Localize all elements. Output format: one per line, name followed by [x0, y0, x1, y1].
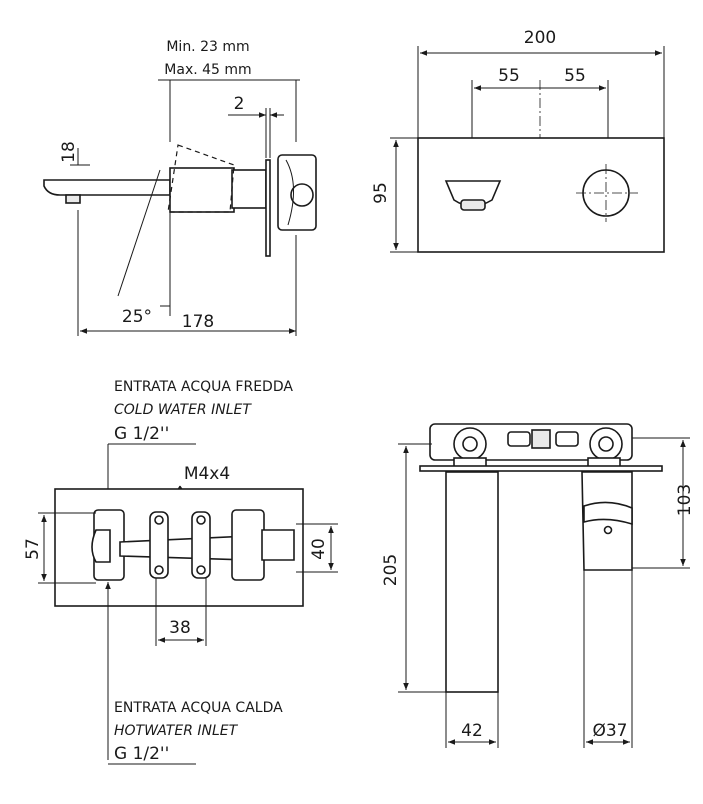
- total-depth-label: 205: [381, 554, 401, 586]
- wall-max-label: Max. 45 mm: [164, 62, 251, 78]
- screw-spacing-label: 38: [169, 618, 191, 638]
- hot-inlet-size: G 1/2'': [114, 744, 169, 764]
- side-view: Min. 23 mm Max. 45 mm 2 18 25° 178: [43, 39, 317, 336]
- projection-label: 178: [182, 312, 214, 332]
- cold-inlet-english: COLD WATER INLET: [114, 402, 252, 418]
- spout-depth-label: 103: [675, 484, 695, 516]
- hot-inlet-italian: ENTRATA ACQUA CALDA: [114, 700, 283, 716]
- spout-angle-label: 25°: [122, 307, 152, 327]
- front-view: 200 55 55 95: [371, 28, 665, 253]
- top-view: 205 103 42 Ø37: [381, 423, 695, 748]
- plate-thickness-label: 2: [234, 94, 245, 114]
- plate-height-label: 95: [371, 182, 391, 204]
- left-spacing-label: 55: [498, 66, 520, 86]
- hot-inlet-english: HOTWATER INLET: [114, 723, 239, 739]
- wall-min-label: Min. 23 mm: [166, 39, 249, 55]
- rear-view: ENTRATA ACQUA FREDDA COLD WATER INLET G …: [23, 379, 338, 765]
- cold-inlet-size: G 1/2'': [114, 424, 169, 444]
- plate-width-label: 200: [524, 28, 556, 48]
- screw-spec-label: M4x4: [184, 464, 230, 484]
- handle-diameter-label: Ø37: [592, 721, 627, 741]
- height-left-label: 57: [23, 538, 43, 560]
- height-right-label: 40: [309, 538, 329, 560]
- body-width-label: 42: [461, 721, 483, 741]
- cold-inlet-italian: ENTRATA ACQUA FREDDA: [114, 379, 293, 395]
- right-spacing-label: 55: [564, 66, 586, 86]
- spout-height-label: 18: [59, 141, 79, 163]
